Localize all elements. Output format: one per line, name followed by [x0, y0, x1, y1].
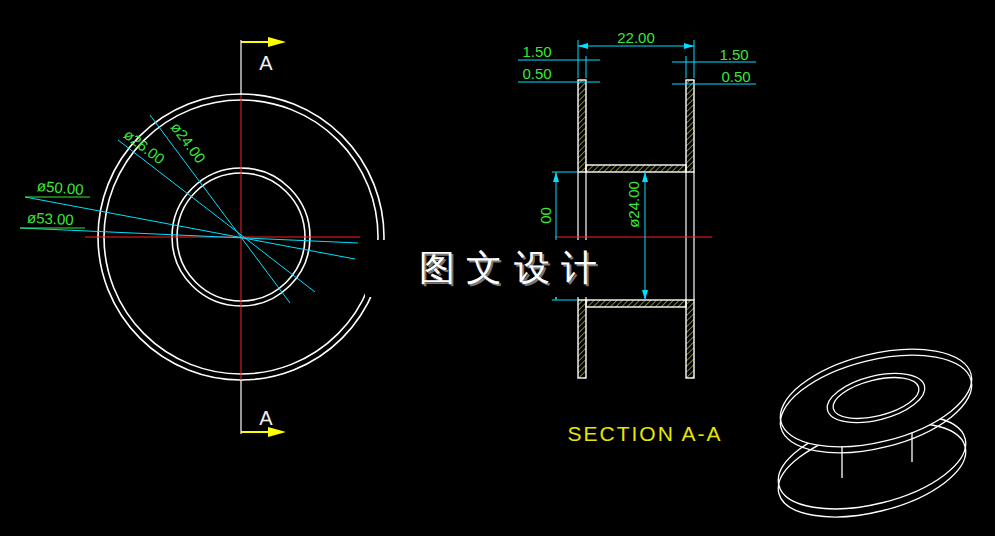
section-arrow [241, 37, 286, 437]
dimension-text: ø50.00 [36, 177, 84, 196]
label-underline [20, 197, 90, 228]
dimension-text: 1.50 [522, 44, 551, 59]
dimension-text: ø53.00 [26, 209, 73, 226]
center-line [85, 95, 360, 380]
dimension-text: 1.50 [719, 47, 748, 62]
section-letter: A [259, 53, 272, 73]
dimension-text: ø24.00 [168, 119, 208, 165]
dimension-text: 0.50 [522, 66, 551, 81]
watermark-patch [365, 240, 640, 297]
watermark: 图 文 设 计 [419, 250, 597, 286]
isometric-view [769, 332, 982, 534]
dimension-text: ø24.00 [625, 181, 640, 228]
section-letter: A [259, 408, 272, 428]
section-view [555, 80, 712, 378]
dimension-text: 0.50 [721, 69, 750, 84]
view-title: SECTION A-A [567, 423, 722, 444]
dimension-text: 22.00 [617, 30, 655, 45]
dimension-text: 00 [538, 207, 553, 224]
leader-line [20, 115, 358, 303]
